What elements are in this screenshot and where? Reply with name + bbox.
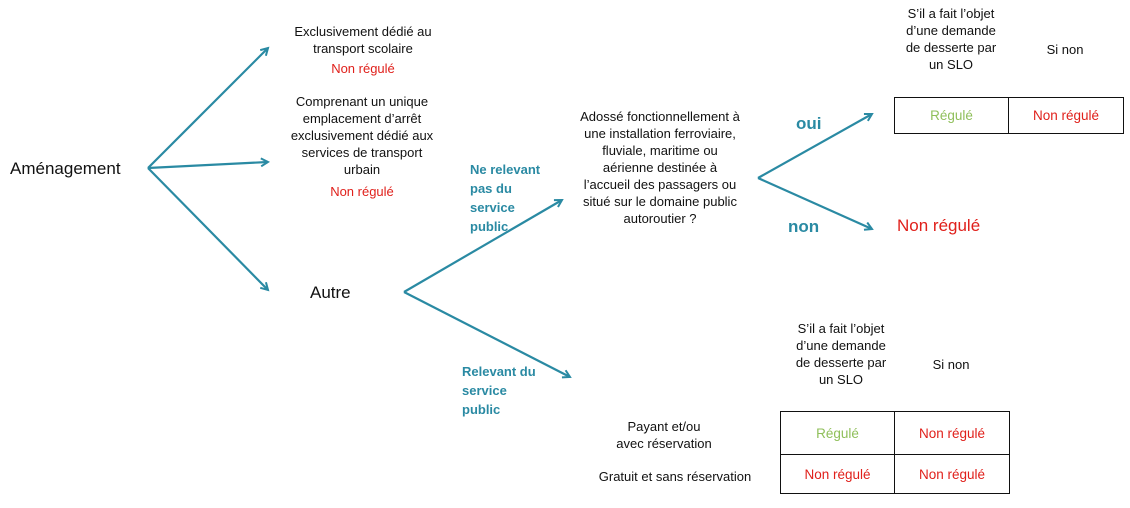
edge-label-ne-relevant: Ne relevant pas du service public bbox=[470, 162, 541, 234]
table-top-cell-slo: Régulé bbox=[894, 97, 1009, 134]
table-top-header-sinon: Si non bbox=[1046, 42, 1084, 57]
branch-scolaire-text: Exclusivement dédié au transport scolair… bbox=[294, 24, 432, 56]
root-amenagement: Aménagement bbox=[10, 159, 121, 178]
arrow-to-autre bbox=[147, 167, 268, 290]
result-non-regule: Non régulé bbox=[897, 216, 981, 235]
edge-label-non: non bbox=[788, 217, 820, 236]
table-bottom-cell-payant-slo: Régulé bbox=[780, 411, 895, 455]
table-bottom-header-sinon: Si non bbox=[932, 357, 970, 372]
arrow-to-question bbox=[403, 200, 562, 293]
edge-label-relevant: Relevant du service public bbox=[462, 364, 536, 417]
branch-urbain-status: Non régulé bbox=[330, 184, 394, 199]
arrow-to-urbain bbox=[147, 162, 268, 170]
table-top: Régulé Non régulé bbox=[894, 97, 1124, 134]
table-top-header-slo: S’il a fait l’objet d’une demande de des… bbox=[905, 6, 997, 72]
table-bottom-header-slo: S’il a fait l’objet d’une demande de des… bbox=[795, 321, 887, 387]
table-bottom-cell-payant-sinon: Non régulé bbox=[894, 411, 1010, 455]
table-bottom-row-label-gratuit: Gratuit et sans réservation bbox=[598, 469, 752, 484]
question-text: Adossé fonctionnellement à une installat… bbox=[580, 109, 740, 226]
branch-autre: Autre bbox=[310, 283, 351, 302]
table-row: Régulé Non régulé bbox=[894, 97, 1124, 134]
arrow-non bbox=[757, 176, 872, 229]
arrow-oui bbox=[757, 114, 872, 179]
table-row: Régulé Non régulé bbox=[780, 411, 1010, 455]
table-bottom-cell-gratuit-sinon: Non régulé bbox=[894, 454, 1010, 494]
edge-label-oui: oui bbox=[796, 114, 822, 133]
branch-scolaire-status: Non régulé bbox=[331, 61, 395, 76]
table-top-cell-sinon: Non régulé bbox=[1008, 97, 1124, 134]
table-row: Non régulé Non régulé bbox=[780, 454, 1010, 494]
table-bottom: Régulé Non régulé Non régulé Non régulé bbox=[780, 411, 1010, 494]
arrow-to-service-public bbox=[403, 291, 570, 377]
table-bottom-cell-gratuit-slo: Non régulé bbox=[780, 454, 895, 494]
table-bottom-row-label-payant: Payant et/ou avec réservation bbox=[616, 419, 712, 451]
branch-urbain-text: Comprenant un unique emplacement d’arrêt… bbox=[290, 94, 434, 177]
arrow-to-scolaire bbox=[147, 48, 268, 169]
